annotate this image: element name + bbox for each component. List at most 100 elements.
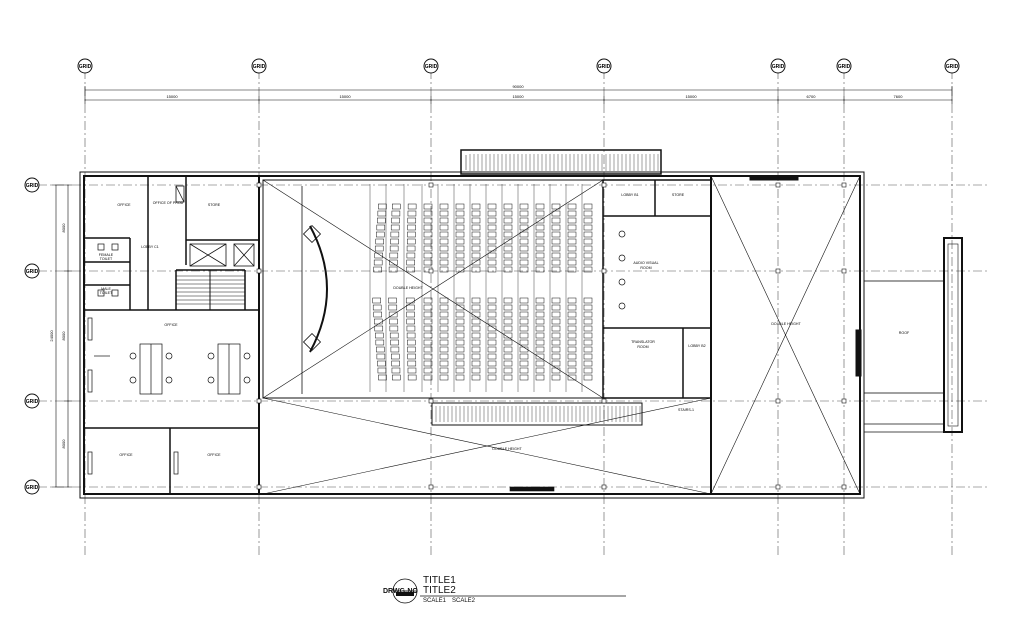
column bbox=[841, 268, 847, 274]
grid-label: GRID bbox=[79, 64, 92, 70]
seat bbox=[519, 360, 529, 367]
seat bbox=[423, 374, 433, 381]
seat bbox=[567, 266, 577, 273]
seat bbox=[535, 297, 545, 304]
seat bbox=[503, 367, 513, 374]
seat bbox=[583, 210, 593, 217]
seat bbox=[423, 353, 433, 360]
seat bbox=[503, 325, 513, 332]
seat bbox=[376, 231, 385, 238]
seat bbox=[375, 238, 384, 245]
seat bbox=[471, 238, 481, 245]
seat bbox=[567, 360, 577, 367]
room-label: LOBBY B1 bbox=[621, 193, 638, 197]
seat bbox=[551, 374, 561, 381]
seat bbox=[551, 318, 561, 325]
seat bbox=[455, 360, 465, 367]
stair-bottom-steps bbox=[435, 406, 641, 422]
seat bbox=[455, 238, 465, 245]
title-2: TITLE2 bbox=[423, 585, 456, 596]
seat bbox=[503, 203, 513, 210]
seat bbox=[487, 203, 497, 210]
seat bbox=[551, 339, 561, 346]
seat bbox=[535, 367, 545, 374]
dim-overall: 90000 bbox=[512, 84, 524, 89]
seat bbox=[535, 311, 545, 318]
seat bbox=[439, 311, 449, 318]
seat bbox=[519, 210, 529, 217]
seat bbox=[407, 210, 417, 217]
seat bbox=[423, 203, 433, 210]
seat bbox=[551, 325, 561, 332]
seat bbox=[455, 332, 465, 339]
seat bbox=[391, 210, 401, 217]
seat bbox=[551, 203, 561, 210]
room-label: TOILET bbox=[100, 291, 113, 295]
seat bbox=[377, 360, 386, 367]
seat bbox=[423, 304, 433, 311]
seat bbox=[487, 297, 497, 304]
column bbox=[775, 268, 781, 274]
seat bbox=[487, 210, 497, 217]
room-label: STORE bbox=[208, 203, 221, 207]
room-label: ROOM bbox=[640, 266, 651, 270]
seat bbox=[487, 318, 497, 325]
seat bbox=[439, 224, 449, 231]
column bbox=[428, 484, 434, 490]
room-label: MALE bbox=[101, 287, 111, 291]
seat bbox=[377, 367, 387, 374]
seat bbox=[583, 367, 593, 374]
seat bbox=[423, 238, 433, 245]
seat bbox=[388, 297, 397, 304]
seat bbox=[373, 266, 382, 273]
seat bbox=[423, 332, 433, 339]
auditorium bbox=[262, 179, 604, 399]
seat bbox=[487, 259, 497, 266]
column bbox=[601, 268, 607, 274]
seat bbox=[423, 245, 433, 252]
seat bbox=[406, 266, 415, 273]
seat bbox=[551, 231, 561, 238]
dim-seg: 7600 bbox=[894, 94, 904, 99]
seat bbox=[519, 252, 529, 259]
seat bbox=[374, 318, 383, 325]
dim-seg: 15000 bbox=[685, 94, 697, 99]
seat bbox=[455, 374, 465, 381]
seat bbox=[519, 203, 529, 210]
seat bbox=[471, 217, 481, 224]
seat bbox=[377, 217, 386, 224]
seat bbox=[487, 374, 497, 381]
room-label: OFFICE bbox=[207, 453, 221, 457]
seat bbox=[535, 259, 545, 266]
seat bbox=[519, 325, 529, 332]
seat bbox=[487, 367, 497, 374]
dim-left-total: 24000 bbox=[49, 330, 54, 342]
seat bbox=[455, 203, 465, 210]
seat bbox=[551, 252, 561, 259]
seat bbox=[535, 238, 545, 245]
seat bbox=[519, 339, 529, 346]
grid-lines bbox=[38, 70, 990, 555]
seat bbox=[406, 245, 416, 252]
seat bbox=[583, 318, 593, 325]
seat bbox=[583, 231, 593, 238]
room-label: LOBBY B2 bbox=[688, 344, 705, 348]
seat bbox=[503, 297, 513, 304]
seat bbox=[583, 325, 593, 332]
seat bbox=[519, 224, 529, 231]
stair-bottom bbox=[431, 402, 643, 426]
seat bbox=[388, 304, 398, 311]
room-label: OFFICE bbox=[117, 203, 131, 207]
seat bbox=[378, 203, 387, 210]
room-label: LOBBY C1 bbox=[141, 245, 159, 249]
column bbox=[428, 398, 434, 404]
seat bbox=[423, 252, 433, 259]
grid-bubbles-top bbox=[77, 58, 960, 74]
grid-label: GRID bbox=[425, 64, 438, 70]
seat bbox=[407, 346, 416, 353]
room-label: DOUBLE HEIGHT bbox=[492, 447, 522, 451]
seat bbox=[519, 332, 529, 339]
seat bbox=[535, 332, 545, 339]
seat bbox=[439, 266, 449, 273]
seat bbox=[390, 231, 400, 238]
